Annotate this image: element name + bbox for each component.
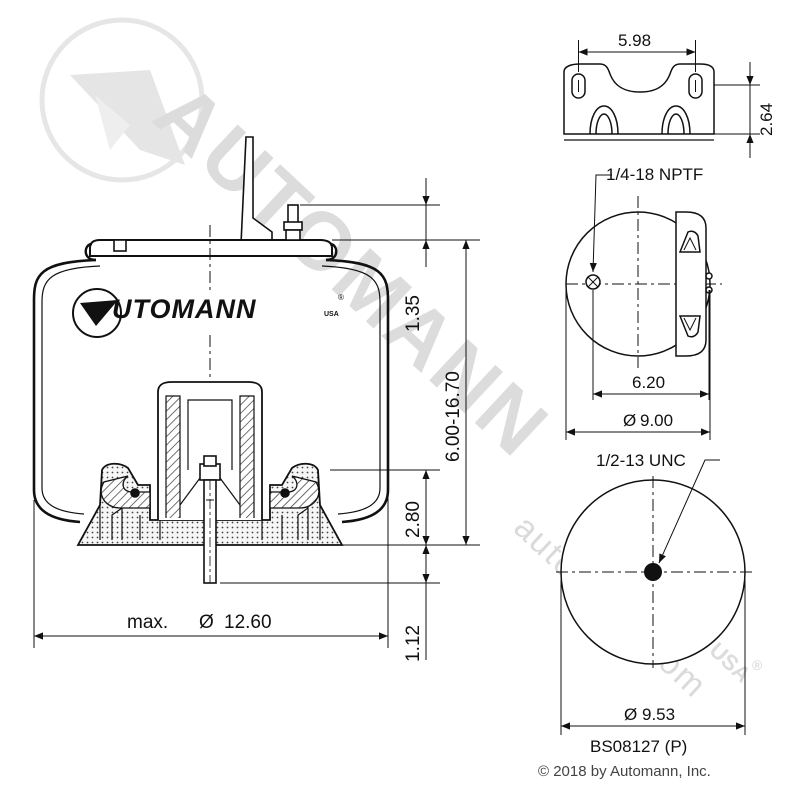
logo-suffix: USA	[324, 311, 339, 318]
dim-953-label: 9.53	[642, 705, 675, 724]
unc-leader	[658, 459, 720, 564]
nptf-leader	[589, 174, 612, 273]
bead-wire-right	[280, 488, 290, 498]
dim-max-prefix: max.	[127, 612, 168, 633]
bottom-plate-dims	[560, 459, 746, 735]
logo-circle	[72, 288, 122, 338]
bumper-walls	[165, 395, 255, 518]
air-fitting-nut	[285, 229, 301, 241]
dim-900-label: 9.00	[640, 411, 673, 430]
air-fitting-stem	[287, 204, 299, 224]
dim-top-label: 1.35	[403, 295, 424, 332]
bellows-inner	[41, 265, 381, 515]
piston-rib-lines	[139, 515, 283, 540]
top-plate-dims	[565, 174, 711, 440]
dim-953-diameter-symbol: Ø	[624, 705, 637, 724]
unc-label: 1/2-13 UNC	[596, 451, 686, 470]
clip-left-inner	[595, 113, 613, 135]
logo-text: UTOMANN	[112, 294, 257, 324]
dim-piston-label: 2.80	[403, 501, 424, 538]
watermark-registered: ®	[752, 657, 763, 673]
side-view	[32, 136, 390, 584]
watermark-mark	[70, 70, 185, 165]
dim-range-label: 6.00-16.70	[443, 371, 464, 462]
bottom-plate-view	[556, 476, 752, 668]
piston-base-walls	[99, 505, 321, 540]
logo-mark-icon	[80, 300, 118, 326]
nptf-label: 1/4-18 NPTF	[606, 165, 703, 184]
bracket-hole-1	[705, 272, 713, 280]
top-plate-side-dims	[578, 40, 760, 158]
brand-logo: UTOMANN USA ®	[72, 288, 344, 338]
watermark-circle	[39, 17, 205, 183]
nptf-port-x2	[587, 276, 599, 288]
top-plate-nut-left	[113, 239, 127, 252]
side-dimensions	[33, 178, 480, 660]
bumper-inner	[187, 399, 233, 470]
bead-wire-left	[130, 488, 140, 498]
top-plate-side-view	[563, 63, 715, 141]
diameter-symbol: Ø	[199, 612, 214, 633]
center-bolt-head	[203, 455, 217, 467]
bracket-clip-bottom-inner	[683, 317, 697, 332]
dim-max-value: 12.60	[224, 612, 272, 633]
lower-bead-right	[269, 475, 320, 509]
dim-598-label: 5.98	[618, 31, 651, 50]
clip-right-inner	[667, 113, 685, 135]
dim-900-diameter-symbol: Ø	[623, 411, 636, 430]
top-plate-view	[565, 196, 722, 368]
logo-registered: ®	[338, 293, 344, 302]
dim-620-label: 6.20	[632, 373, 665, 392]
center-stud-hole	[644, 563, 662, 581]
plate-profile	[563, 63, 715, 135]
bumper-column-outer	[157, 381, 263, 520]
lower-bead-left	[100, 475, 151, 509]
copyright: © 2018 by Automann, Inc.	[538, 763, 711, 780]
part-number: BS08127 (P)	[590, 737, 687, 756]
bellows-outer	[32, 258, 390, 524]
clip-left-outer	[589, 105, 619, 135]
watermark-mark-inner	[95, 95, 130, 150]
dim-264-label: 2.64	[757, 103, 776, 136]
bracket-clip-top-inner	[683, 236, 697, 251]
piston-base	[76, 462, 344, 546]
side-dimension-labels: 1.35 6.00-16.70 2.80 1.12 max. Ø 12.60	[127, 295, 464, 662]
piston-ribs	[111, 506, 309, 540]
bracket-clip-top	[678, 230, 701, 253]
clip-right-outer	[661, 105, 691, 135]
air-fitting-hex	[283, 221, 303, 231]
bracket-clip-bottom	[678, 315, 701, 338]
dim-stud-label: 1.12	[403, 625, 424, 662]
